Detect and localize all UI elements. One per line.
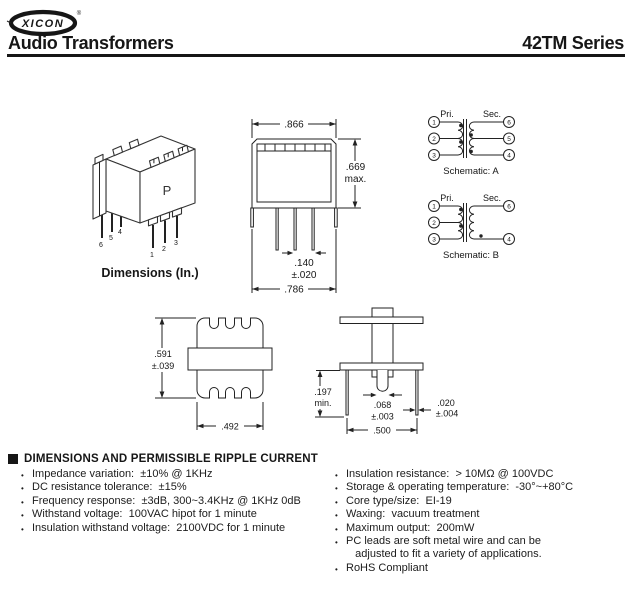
spec-item: Impedance variation: ±10% @ 1KHz	[20, 468, 338, 483]
schematic-a-pri-pin-3: 3	[432, 152, 436, 159]
perspective-drawing: P 6 5 4 1 2 3	[92, 135, 196, 259]
spec-item: Storage & operating temperature: -30°~+8…	[334, 481, 630, 496]
spec-list-right: Insulation resistance: > 10MΩ @ 100VDC S…	[334, 468, 630, 577]
logo-text: XICON	[21, 18, 64, 30]
schematic-a-pins: 1 2 3 6 5 4	[428, 116, 515, 161]
specs-section-title: DIMENSIONS AND PERMISSIBLE RIPPLE CURREN…	[24, 453, 319, 465]
brand-logo: XICON ®	[6, 9, 82, 37]
dim-bv-height-value: .591	[154, 349, 172, 359]
front-view-drawing: .866 .669 max. .140 ±.020 .786	[250, 117, 369, 296]
schematic-a-pri-pin-2: 2	[432, 136, 436, 143]
spec-item: Withstand voltage: 100VAC hipot for 1 mi…	[20, 508, 338, 523]
series-title: 42TM Series	[522, 33, 624, 53]
dim-sv-outer-value: .020	[437, 398, 455, 408]
bottom-view-drawing: .591 ±.039 .492	[150, 317, 273, 433]
core-label: P	[163, 183, 172, 198]
schematic-a-pri-pin-1: 1	[432, 119, 436, 126]
spec-item: Insulation withstand voltage: 2100VDC fo…	[20, 522, 338, 537]
dim-height-value: .669	[346, 162, 366, 173]
front-view-body	[250, 138, 338, 251]
bottom-view-dim-width: .492	[196, 402, 264, 433]
schematic-b-pri-pin-1: 1	[432, 203, 436, 210]
polarity-dot	[469, 133, 473, 137]
pin-label-3: 3	[174, 240, 178, 247]
registered-mark-icon: ®	[77, 10, 82, 17]
schematic-a-wiring	[439, 119, 504, 158]
schematic-a-sec-pin-4: 4	[507, 152, 511, 159]
dim-top-width: .866	[284, 120, 304, 131]
schematic-b-caption: Schematic: B	[443, 250, 499, 261]
spec-item: DC resistance tolerance: ±15%	[20, 481, 338, 496]
front-view-dim-bottom: .786	[251, 229, 337, 296]
dim-pin-spacing-tol: ±.020	[292, 270, 317, 281]
section-square-icon	[8, 454, 18, 464]
header-rule	[7, 54, 625, 57]
schematic-b-pri-pin-3: 3	[432, 236, 436, 243]
front-view-dim-height: .669 max.	[338, 138, 369, 209]
dim-bv-width-value: .492	[221, 422, 239, 432]
pin-label-2: 2	[162, 246, 166, 253]
spec-item: Maximum output: 200mW	[334, 522, 630, 537]
schematic-b-sec-label: Sec.	[483, 193, 501, 203]
pin-label-6: 6	[99, 242, 103, 249]
schematic-a-sec-label: Sec.	[483, 109, 501, 119]
schematic-b-pri-pin-2: 2	[432, 220, 436, 227]
dim-height-max: max.	[345, 174, 367, 185]
perspective-pins-left	[101, 213, 122, 238]
front-view-dim-pin-spacing: .140 ±.020	[282, 250, 326, 281]
schematic-a-sec-pin-5: 5	[507, 136, 511, 143]
schematic-b-pins: 1 2 3 6 4	[428, 200, 515, 245]
schematic-b-sec-pin-6: 6	[507, 203, 511, 210]
polarity-dot	[479, 234, 483, 238]
bottom-view-body	[187, 317, 273, 399]
schematic-a-pri-label: Pri.	[440, 109, 454, 119]
polarity-dot	[459, 224, 463, 228]
polarity-dot	[459, 140, 463, 144]
spec-item: Waxing: vacuum treatment	[334, 508, 630, 523]
spec-item: Frequency response: ±3dB, 300~3.4KHz @ 1…	[20, 495, 338, 510]
side-view-drawing: .197 min. .068 ±.003 .020 ±.004 .500	[310, 307, 458, 437]
perspective-pin-labels: 6 5 4 1 2 3	[99, 229, 178, 259]
pin-label-4: 4	[118, 229, 122, 236]
dim-sv-outer-tol: ±.004	[436, 409, 458, 419]
dim-sv-center-tol: ±.003	[371, 412, 393, 422]
logo-point	[6, 20, 12, 24]
side-view-body	[339, 307, 424, 416]
page-title: Audio Transformers	[8, 33, 174, 53]
spec-item: Insulation resistance: > 10MΩ @ 100VDC	[334, 468, 630, 483]
schematic-b-sec-pin-4: 4	[507, 236, 511, 243]
schematic-b-drawing: Pri. Sec. 1 2 3 6 4 Schematic: B	[428, 193, 515, 261]
schematic-a-caption: Schematic: A	[443, 166, 499, 177]
polarity-dot	[469, 149, 473, 154]
schematic-b-pri-label: Pri.	[440, 193, 454, 203]
front-view-dim-top: .866	[251, 117, 337, 138]
dim-sv-lead-min: min.	[314, 398, 331, 408]
spec-list-left: Impedance variation: ±10% @ 1KHz DC resi…	[20, 468, 338, 537]
transformer-body: P	[92, 135, 196, 227]
schematic-a-drawing: Pri. Sec. 1 2 3 6 5 4 Schematic: A	[428, 109, 515, 177]
pin-label-5: 5	[109, 235, 113, 242]
bottom-view-dim-height: .591 ±.039	[150, 317, 196, 399]
side-view-dim-span: .500	[346, 418, 418, 437]
dimensions-caption: Dimensions (In.)	[101, 266, 199, 280]
polarity-dot	[459, 207, 463, 212]
dim-sv-span-value: .500	[373, 426, 391, 436]
spec-item: PC leads are soft metal wire and can be …	[334, 535, 630, 562]
dim-sv-center-value: .068	[374, 400, 392, 410]
polarity-dot	[459, 123, 463, 128]
spec-item: Core type/size: EI-19	[334, 495, 630, 510]
schematic-a-sec-pin-6: 6	[507, 119, 511, 126]
side-view-dim-outer-pin: .020 ±.004	[403, 398, 458, 419]
schematic-b-wiring	[439, 203, 504, 242]
side-view-dim-lead: .197 min.	[310, 370, 344, 418]
side-view-dim-center-pin: .068 ±.003	[363, 392, 402, 422]
dim-bv-height-tol: ±.039	[152, 361, 174, 371]
dim-pin-spacing-value: .140	[294, 258, 314, 269]
dim-bottom-width: .786	[284, 285, 304, 296]
specs-section-header: DIMENSIONS AND PERMISSIBLE RIPPLE CURREN…	[8, 453, 318, 465]
perspective-pins-right	[152, 216, 178, 248]
pin-label-1: 1	[150, 252, 154, 259]
spec-item: RoHS Compliant	[334, 562, 630, 577]
dim-sv-lead-value: .197	[314, 387, 332, 397]
